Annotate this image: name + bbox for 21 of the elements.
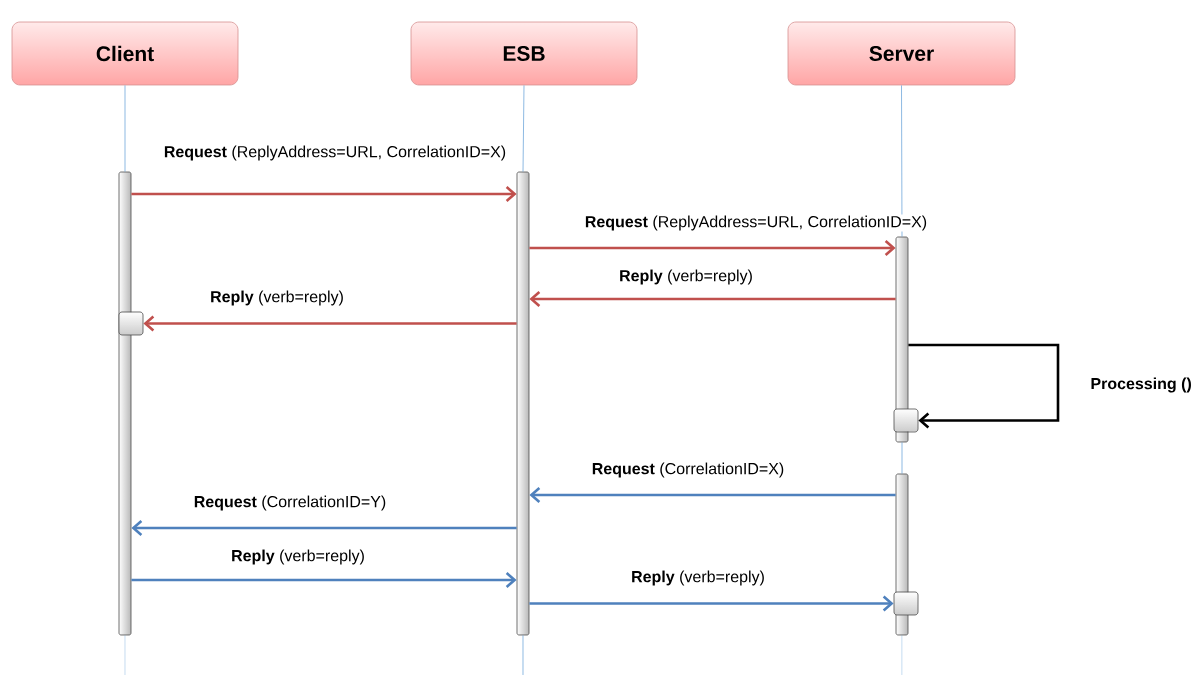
lifeline <box>522 85 525 172</box>
lifeline-header: Client <box>11 21 239 86</box>
message-arrow <box>131 572 517 588</box>
message-arrow <box>529 291 896 307</box>
lifeline <box>124 85 126 172</box>
lifeline-header: ESB <box>410 21 638 86</box>
self-arrow <box>908 343 1060 429</box>
activation-box <box>118 311 144 336</box>
message-arrow <box>131 520 517 536</box>
message-arrow <box>143 315 517 332</box>
lifeline-header: Server <box>787 21 1016 86</box>
message-arrow <box>529 240 896 256</box>
message-arrow <box>529 487 896 503</box>
activation-box <box>893 408 919 433</box>
lifeline <box>901 85 903 237</box>
activation-box <box>893 591 919 616</box>
lifeline <box>901 442 903 474</box>
message-arrow <box>131 186 517 202</box>
message-arrow <box>529 595 894 612</box>
activation-bar <box>516 171 530 636</box>
lifeline <box>522 635 524 675</box>
